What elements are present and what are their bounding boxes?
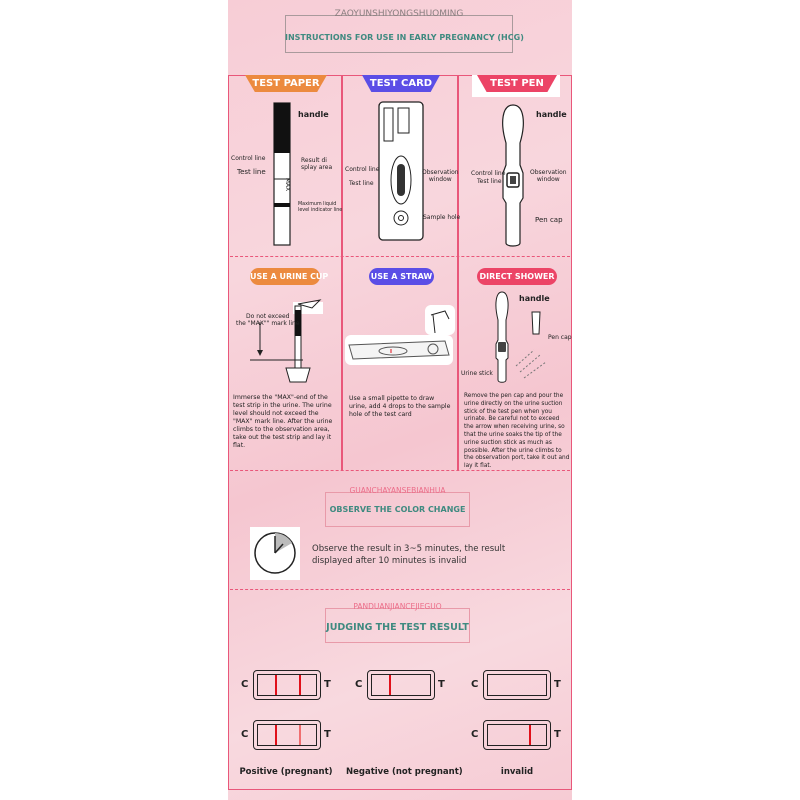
t-label: T [324, 729, 331, 740]
label-handle: handle [519, 294, 550, 303]
text: Observation [422, 169, 459, 176]
label-urine-stick: Urine stick [461, 370, 493, 377]
label-test-line: Test line [237, 168, 266, 176]
cup-instructions: Immerse the "MAX"-end of the test strip … [233, 394, 333, 449]
result-window [371, 674, 431, 696]
instruction-sheet: ZAOYUNSHIYONGSHUOMING INSTRUCTIONS FOR U… [228, 0, 572, 800]
label-control-line: Control line [471, 170, 506, 177]
clock-icon [250, 527, 300, 580]
pill-direct-shower: DIRECT SHOWER [477, 268, 557, 285]
c-label: C [241, 679, 249, 690]
label-sample-hole: Sample hole [423, 214, 461, 221]
divider [341, 75, 343, 470]
result-negative [367, 670, 435, 700]
pill-urine-cup: USE A URINE CUP [250, 268, 328, 285]
label-test-line: Test line [477, 178, 502, 185]
label-negative: Negative (not pregnant) [346, 767, 463, 777]
urine-cup-illustration [250, 299, 323, 383]
divider [457, 75, 459, 470]
result-window [257, 724, 317, 746]
judge-frame [325, 608, 470, 643]
tab-test-card: TEST CARD [362, 75, 440, 92]
result-invalid-t-only [483, 720, 551, 750]
t-label: T [554, 679, 561, 690]
observe-text: Observe the result in 3~5 minutes, the r… [312, 543, 505, 567]
label-pen-cap: Pen cap [535, 216, 563, 224]
text: Maximum liquid [298, 202, 337, 207]
c-label: C [241, 729, 249, 740]
c-label: C [355, 679, 363, 690]
divider [230, 589, 570, 590]
t-label: T [554, 729, 561, 740]
label-handle: handle [298, 110, 329, 119]
tab-test-pen: TEST PEN [477, 75, 557, 92]
control-line [389, 675, 391, 695]
straw-instructions: Use a small pipette to draw urine, add 4… [349, 395, 451, 418]
text: window [428, 176, 452, 183]
straw-illustration [345, 305, 455, 365]
result-window [487, 674, 547, 696]
observe-title: OBSERVE THE COLOR CHANGE [329, 505, 466, 514]
text: Observation [530, 169, 567, 176]
label-test-line: Test line [349, 180, 374, 187]
label-pen-cap: Pen cap [548, 334, 572, 341]
test-line [529, 725, 531, 745]
c-label: C [471, 679, 479, 690]
label-control-line: Control line [231, 155, 266, 162]
faint-test-line [299, 725, 301, 745]
label-handle: handle [536, 110, 567, 119]
text: displayed after 10 minutes is invalid [312, 556, 467, 566]
test-line [299, 675, 301, 695]
t-label: T [438, 679, 445, 690]
max-mark: MAX [284, 177, 292, 192]
c-label: C [471, 729, 479, 740]
text: level indicator line [298, 208, 343, 213]
result-positive-faint [253, 720, 321, 750]
test-card-illustration [378, 101, 424, 241]
text: window [536, 176, 560, 183]
observe-subtitle: GUANCHAYANSEBIANHUA [349, 486, 446, 495]
header-frame [285, 15, 513, 53]
text: Observe the result in 3~5 minutes, the r… [312, 544, 506, 554]
tab-test-paper: TEST PAPER [245, 75, 327, 92]
test-pen-illustration [502, 104, 524, 247]
result-window [257, 674, 317, 696]
control-line [275, 675, 277, 695]
result-window [487, 724, 547, 746]
judge-title: JUDGING THE TEST RESULT [326, 622, 469, 633]
pill-straw: USE A STRAW [369, 268, 434, 285]
result-positive [253, 670, 321, 700]
label-invalid: invalid [500, 767, 534, 777]
header-subtitle: ZAOYUNSHIYONGSHUOMING [334, 9, 464, 19]
label-control-line: Control line [345, 166, 380, 173]
text: Result di [301, 157, 327, 164]
text: Do not exceed [246, 313, 290, 320]
divider [230, 256, 570, 257]
judge-subtitle: PANDUANJIANCEJIEGUO [353, 602, 442, 611]
shower-illustration [495, 291, 547, 383]
test-strip-illustration [273, 102, 291, 246]
divider [230, 470, 570, 471]
t-label: T [324, 679, 331, 690]
text: the "MAX"" mark line [236, 320, 300, 327]
control-line [275, 725, 277, 745]
result-invalid-none [483, 670, 551, 700]
label-positive: Positive (pregnant) [239, 767, 333, 777]
header-title: INSTRUCTIONS FOR USE IN EARLY PREGNANCY … [285, 33, 524, 42]
shower-instructions: Remove the pen cap and pour the urine di… [464, 393, 570, 470]
text: splay area [301, 164, 333, 171]
observe-frame [325, 492, 470, 527]
